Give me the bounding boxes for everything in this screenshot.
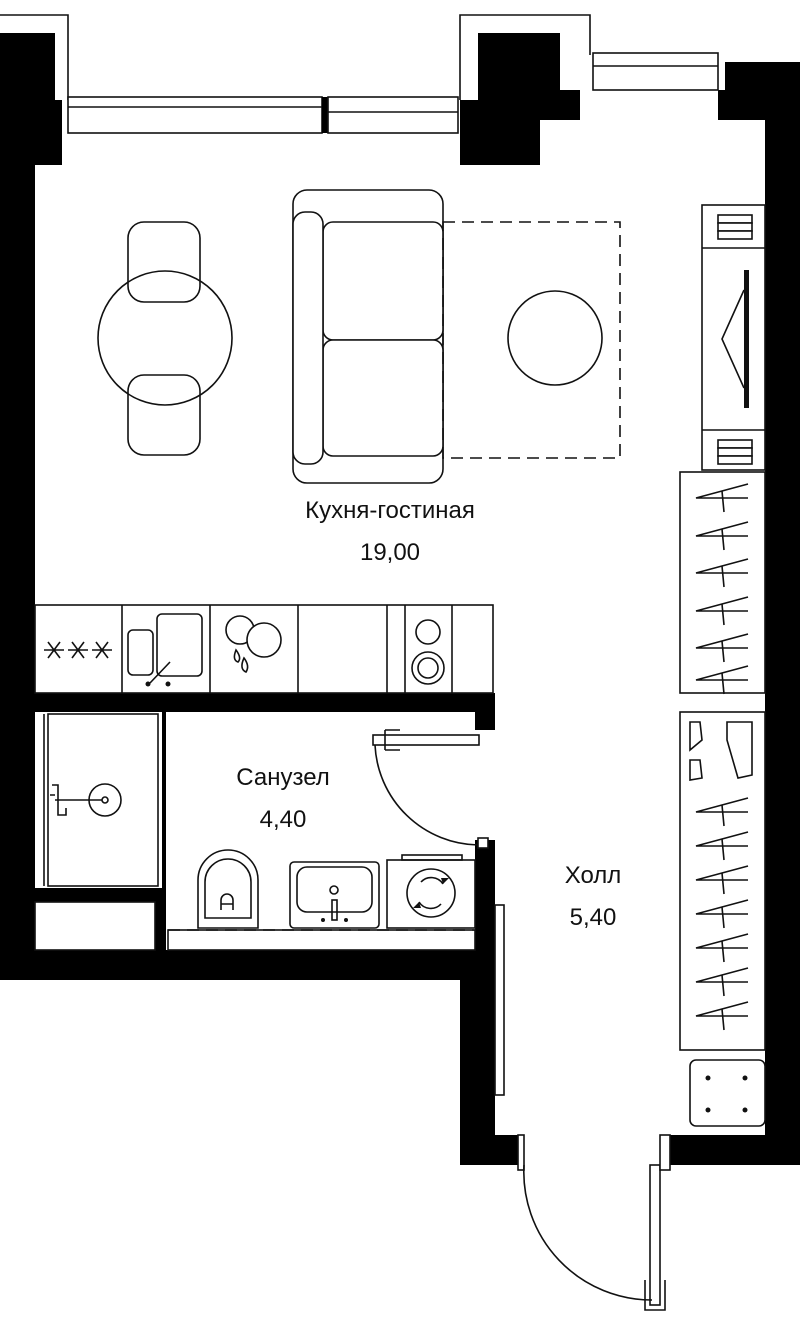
hanger-icon — [695, 633, 749, 663]
hanger-icon — [695, 967, 749, 997]
washing-machine — [386, 854, 476, 929]
tv-shelf-unit — [701, 204, 766, 471]
kitchen-sink — [127, 613, 203, 687]
window — [67, 96, 323, 134]
hanger-icon — [695, 933, 749, 963]
niche — [34, 901, 156, 951]
hanger-icon — [695, 558, 749, 588]
oven — [411, 619, 445, 685]
dining-table — [97, 270, 233, 406]
room-area: 19,00 — [360, 539, 420, 566]
hanger-icon — [695, 1001, 749, 1031]
hanger-icon — [695, 483, 749, 513]
rug — [442, 221, 621, 459]
window — [592, 52, 719, 91]
room-label-bathroom: Санузел 4,40 — [236, 764, 330, 833]
dining-set — [97, 221, 233, 456]
window — [327, 96, 459, 134]
hanger-icon — [695, 899, 749, 929]
dishwasher — [225, 615, 282, 673]
chair — [127, 221, 201, 303]
hanger-icon — [695, 865, 749, 895]
hanger-icon — [695, 521, 749, 551]
room-name: Кухня-гостиная — [305, 497, 475, 524]
bathroom-door[interactable] — [372, 729, 489, 849]
sliding-panel — [494, 904, 505, 1096]
hanger-icon — [695, 831, 749, 861]
washbasin — [289, 861, 380, 929]
tv — [744, 270, 749, 408]
chair — [127, 374, 201, 456]
ottoman — [689, 1059, 766, 1127]
entrance-door[interactable] — [517, 1134, 671, 1311]
bath-shelf — [167, 929, 476, 951]
shower — [43, 713, 159, 887]
wardrobe-upper — [679, 471, 766, 695]
sofa — [292, 189, 444, 484]
toilet — [197, 849, 259, 929]
cooktop — [44, 641, 112, 659]
hanger-icon — [695, 665, 749, 695]
wardrobe-lower — [679, 711, 766, 1051]
room-label-hall: Холл 5,40 — [565, 862, 622, 931]
hanger-icon — [695, 596, 749, 626]
room-name: Санузел — [236, 764, 330, 791]
kitchen-counter — [34, 604, 494, 694]
room-area: 4,40 — [260, 806, 307, 833]
coffee-table — [507, 290, 603, 386]
windows — [67, 52, 719, 134]
walls — [0, 14, 800, 1165]
room-name: Холл — [565, 862, 622, 889]
room-area: 5,40 — [570, 904, 617, 931]
room-label-living-kitchen: Кухня-гостиная 19,00 — [305, 497, 475, 566]
hanger-icon — [695, 797, 749, 827]
